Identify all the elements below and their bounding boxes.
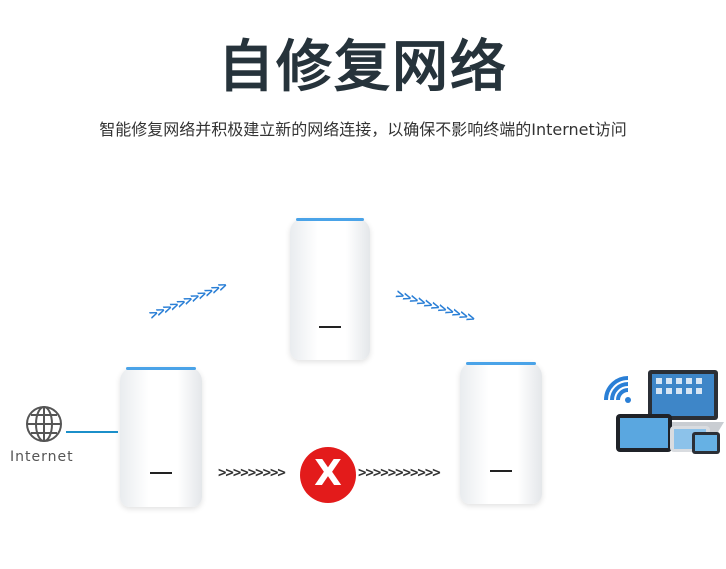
internet-cable: [66, 431, 118, 433]
broken-link-mark: X: [314, 453, 342, 494]
router-right-led: [490, 470, 512, 472]
arrow-bottom-left: >>>>>>>>>: [218, 465, 286, 481]
router-left: [120, 367, 202, 507]
arrow-left-to-top: >>>>>>>>>>>: [147, 277, 229, 324]
wifi-icon: [604, 376, 631, 403]
page-subtitle: 智能修复网络并积极建立新的网络连接，以确保不影响终端的Internet访问: [99, 120, 627, 139]
router-left-light: [126, 367, 196, 370]
router-top-led: [319, 326, 341, 328]
arrow-top-to-right: >>>>>>>>>>>: [393, 286, 477, 327]
router-top: [290, 218, 370, 360]
page-title: 自修复网络: [218, 35, 508, 100]
router-right: [460, 362, 542, 504]
devices-icon: [616, 370, 724, 454]
internet-label: Internet: [10, 449, 74, 465]
router-right-light: [466, 362, 536, 365]
arrow-bottom-right: >>>>>>>>>>>: [358, 465, 441, 481]
router-top-light: [296, 218, 364, 221]
router-left-led: [150, 472, 172, 474]
broken-link-icon: X: [300, 447, 356, 503]
globe-icon: [26, 406, 62, 442]
